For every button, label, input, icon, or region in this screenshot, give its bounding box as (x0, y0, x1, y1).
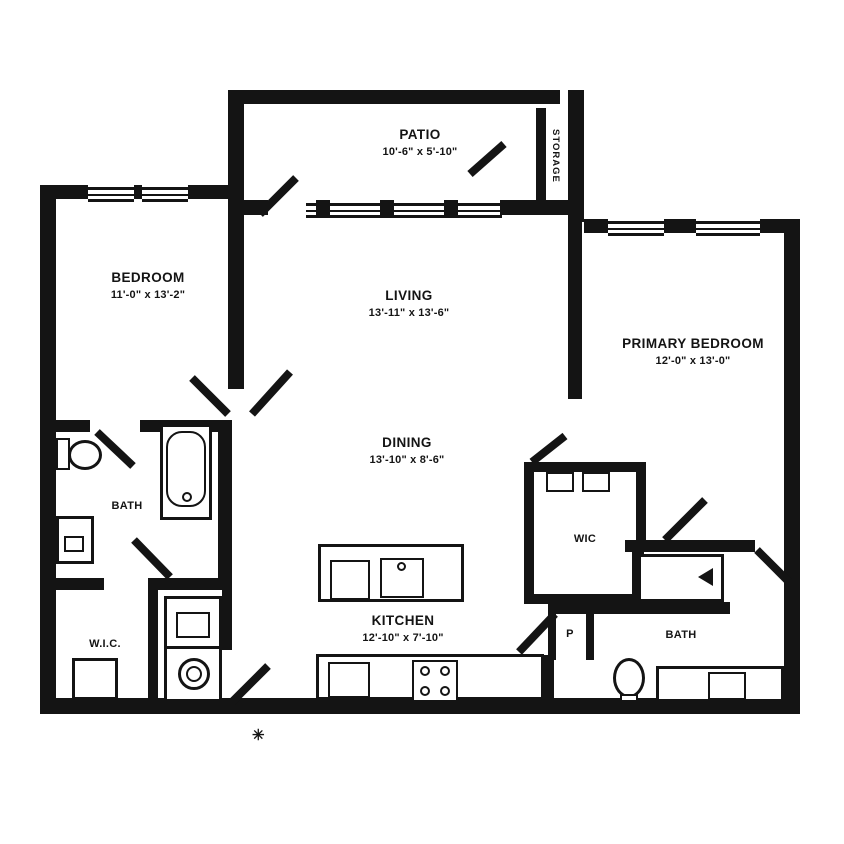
room-label-bedroom: BEDROOM 11'-0" x 13'-2" (111, 270, 185, 301)
window (608, 221, 664, 236)
door-swing (467, 141, 507, 177)
room-dims: 11'-0" x 13'-2" (110, 289, 186, 301)
door-swing (131, 537, 173, 580)
closet-shelf-icon (72, 658, 118, 700)
wall (40, 185, 88, 199)
sink-basin-icon (708, 672, 746, 700)
door-swing (516, 611, 558, 655)
wall (636, 462, 646, 552)
window (142, 187, 188, 202)
sink-basin-icon (64, 536, 84, 552)
door-swing (529, 432, 568, 466)
wall (444, 200, 458, 215)
window (696, 221, 760, 236)
closet-rod-icon (582, 472, 610, 492)
wall (536, 108, 546, 200)
wall (524, 462, 646, 472)
wall (584, 219, 608, 233)
room-name: KITCHEN (371, 613, 435, 628)
room-label-bath-right: BATH (665, 629, 697, 641)
door-swing (94, 429, 136, 469)
door-swing (189, 375, 231, 417)
door-swing (257, 175, 299, 217)
wall (548, 602, 730, 614)
toilet-base-icon (620, 694, 638, 702)
note-marker-icon: ✳ (252, 727, 265, 744)
wall (316, 200, 330, 215)
washer-dryer-divider (167, 646, 219, 649)
wall (56, 578, 104, 590)
wall (544, 655, 554, 698)
wall (218, 420, 232, 580)
room-label-pantry: P (566, 628, 574, 640)
cabinet-icon (328, 662, 370, 698)
wall (134, 185, 142, 199)
room-label-storage: STORAGE (550, 129, 561, 183)
closet-rod-icon (546, 472, 574, 492)
toilet-icon (613, 658, 645, 698)
room-dims: 12'-0" x 13'-0" (655, 355, 731, 367)
dryer-drum-inner-icon (186, 666, 202, 682)
burner-icon (420, 686, 430, 696)
vanity-sink-icon (56, 516, 94, 564)
wall (40, 185, 56, 714)
room-label-primary-bedroom: PRIMARY BEDROOM 12'-0" x 13'-0" (622, 336, 764, 367)
wall (664, 219, 696, 233)
wall (568, 90, 584, 222)
room-dims: 13'-11" x 13'-6" (368, 307, 450, 319)
dishwasher-icon (380, 558, 424, 598)
burner-icon (420, 666, 430, 676)
faucet-icon (397, 562, 406, 571)
wall (228, 90, 244, 389)
wall (524, 594, 646, 604)
wall (625, 540, 755, 552)
showerhead-icon (698, 568, 713, 586)
room-dims: 12'-10" x 7'-10" (362, 632, 444, 644)
room-name: PRIMARY BEDROOM (622, 336, 764, 351)
wall (228, 90, 560, 104)
washer-door-icon (176, 612, 210, 638)
room-label-dining: DINING 13'-10" x 8'-6" (370, 435, 445, 466)
wall (56, 420, 90, 432)
wall (380, 200, 394, 215)
burner-icon (440, 666, 450, 676)
wall (500, 200, 584, 215)
door-swing (249, 369, 293, 417)
room-name: PATIO (399, 127, 441, 142)
wall (40, 698, 800, 714)
toilet-icon (68, 440, 102, 470)
room-dims: 10'-6" x 5'-10" (382, 146, 458, 158)
door-swing (754, 547, 792, 585)
wall (148, 590, 158, 698)
room-name: BEDROOM (111, 270, 185, 285)
wall (148, 578, 232, 590)
room-label-living: LIVING 13'-11" x 13'-6" (369, 288, 450, 319)
room-name: DINING (382, 435, 432, 450)
burner-icon (440, 686, 450, 696)
room-label-wic-left: W.I.C. (89, 638, 121, 650)
room-label-bath-left: BATH (111, 500, 143, 512)
wall (548, 614, 556, 660)
room-label-wic-right: WIC (573, 533, 597, 545)
wall (586, 614, 594, 660)
wall (568, 214, 582, 399)
room-label-patio: PATIO 10'-6" x 5'-10" (383, 127, 458, 158)
stove-icon (412, 660, 458, 702)
wall (784, 219, 800, 714)
room-label-kitchen: KITCHEN 12'-10" x 7'-10" (362, 613, 443, 644)
door-swing (229, 663, 271, 705)
kitchen-sink-icon (330, 560, 370, 600)
room-dims: 13'-10" x 8'-6" (369, 454, 445, 466)
wall (222, 590, 232, 650)
wall (524, 462, 534, 604)
room-name: LIVING (385, 288, 433, 303)
window (88, 187, 134, 202)
door-swing (662, 497, 708, 543)
drain-icon (182, 492, 192, 502)
